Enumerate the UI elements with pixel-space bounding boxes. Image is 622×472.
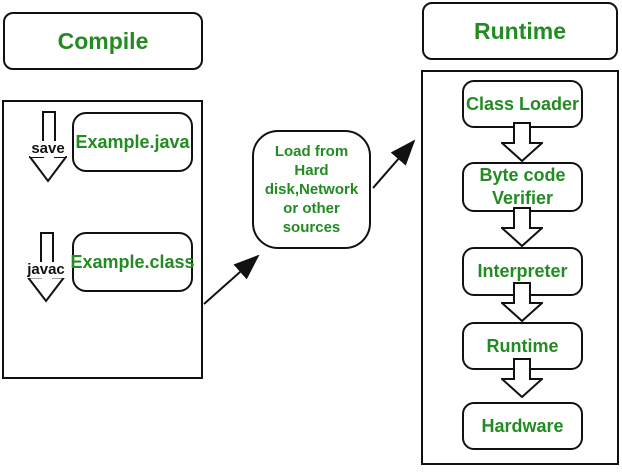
example-class-box: Example.class [70, 232, 195, 292]
compile-stage-box: Compile [3, 12, 203, 70]
runtime-step-label: Runtime [486, 335, 559, 356]
javac-arrow-icon: javac [26, 232, 66, 303]
down-block-arrow-icon [501, 358, 543, 398]
class-loader-box: Class Loader [462, 80, 583, 128]
load-sources-box: Load from Hard disk,Network or other sou… [252, 130, 371, 249]
diagonal-arrow-icon [203, 254, 260, 305]
down-block-arrow-icon [501, 282, 543, 322]
compile-stage-label: Compile [57, 27, 149, 54]
class-loader-label: Class Loader [465, 93, 580, 114]
byte-code-verifier-label: Byte code Verifier [479, 165, 566, 208]
save-arrow-label: save [30, 140, 66, 157]
diagonal-arrow-icon [372, 139, 416, 189]
down-block-arrow-icon [501, 207, 543, 247]
example-class-label: Example.class [70, 251, 195, 272]
interpreter-label: Interpreter [477, 261, 568, 281]
runtime-stage-label: Runtime [474, 17, 566, 44]
load-sources-label: Load from Hard disk,Network or other sou… [264, 143, 359, 236]
save-arrow-icon: save [29, 111, 67, 183]
example-java-box: Example.java [72, 112, 193, 172]
javac-arrow-label: javac [26, 261, 66, 278]
runtime-stage-box: Runtime [422, 2, 618, 60]
down-block-arrow-icon [501, 122, 543, 162]
byte-code-verifier-box: Byte code Verifier [462, 162, 583, 212]
hardware-box: Hardware [462, 402, 583, 450]
example-java-label: Example.java [75, 131, 190, 152]
hardware-label: Hardware [481, 415, 564, 436]
